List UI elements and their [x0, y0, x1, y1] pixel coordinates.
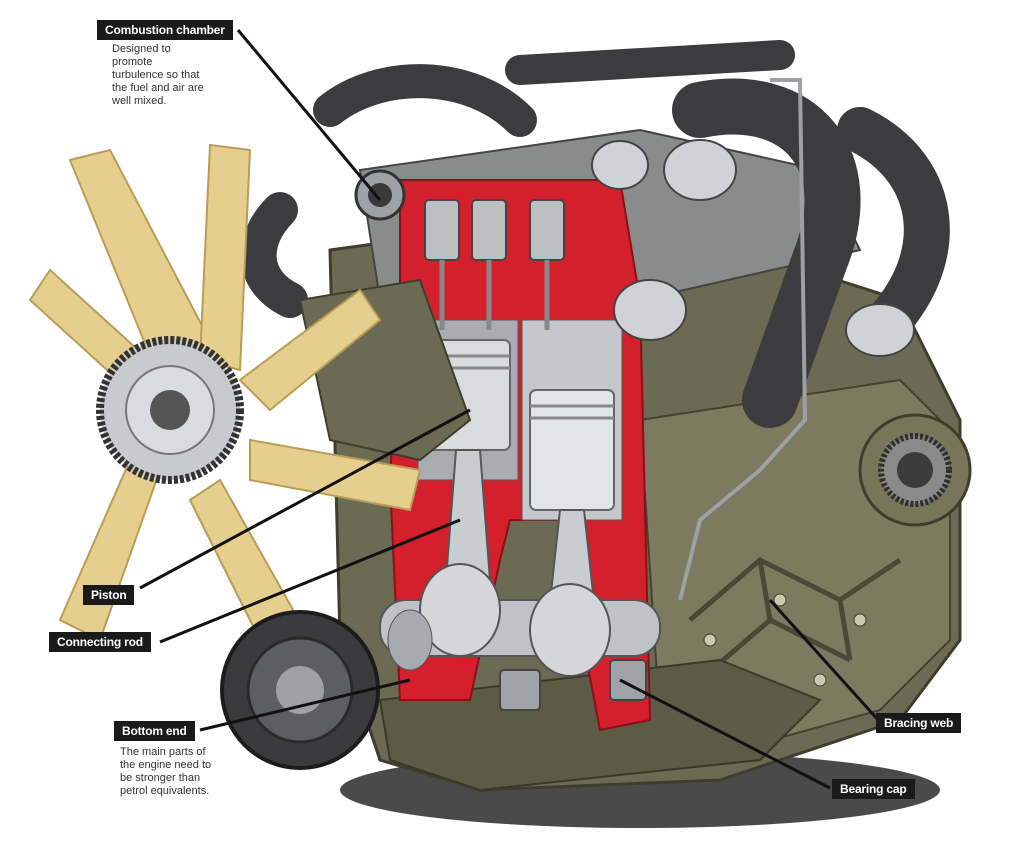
- leader-bearing-cap: [619, 678, 831, 790]
- combustion-chamber-port-hole: [368, 183, 392, 207]
- desc-line: turbulence so that: [112, 69, 200, 81]
- bracing-web-ribs: [688, 557, 902, 682]
- desc-line: The main parts of: [120, 746, 206, 758]
- fuel-line: [678, 78, 808, 601]
- desc-bottom-end: The main parts of the engine need to be …: [120, 746, 211, 798]
- hose-ports: [591, 139, 915, 357]
- piston-2: [529, 389, 615, 511]
- timing-gear-hub: [897, 452, 933, 488]
- label-bearing-cap: Bearing cap: [832, 779, 915, 799]
- desc-line: be stronger than: [120, 772, 201, 784]
- hoses: [240, 40, 950, 428]
- leader-bottom-end: [199, 678, 411, 732]
- desc-line: the engine need to: [120, 759, 212, 771]
- leader-connecting-rod: [159, 518, 461, 644]
- bracing-web-bolts: [703, 593, 867, 687]
- label-piston: Piston: [83, 585, 135, 605]
- label-bottom-end: Bottom end: [114, 721, 195, 741]
- fan-pulley-hub: [150, 390, 190, 430]
- leader-lines: [139, 29, 882, 790]
- desc-combustion-chamber: Designed to promote turbulence so that t…: [112, 43, 204, 108]
- leader-piston: [139, 408, 471, 590]
- desc-line: Designed to: [112, 43, 171, 55]
- crankshaft: [379, 563, 661, 677]
- valve-stems: [439, 260, 550, 330]
- desc-line: promote: [112, 56, 153, 68]
- desc-line: the fuel and air are: [112, 82, 204, 94]
- label-bracing-web: Bracing web: [876, 713, 962, 733]
- desc-line: petrol equivalents.: [120, 785, 210, 797]
- desc-line: well mixed.: [112, 95, 167, 107]
- label-combustion-chamber: Combustion chamber: [97, 20, 233, 40]
- label-connecting-rod: Connecting rod: [49, 632, 151, 652]
- leader-bracing-web: [768, 598, 882, 724]
- leader-combustion-chamber: [236, 29, 382, 201]
- valve-springs: [424, 199, 565, 261]
